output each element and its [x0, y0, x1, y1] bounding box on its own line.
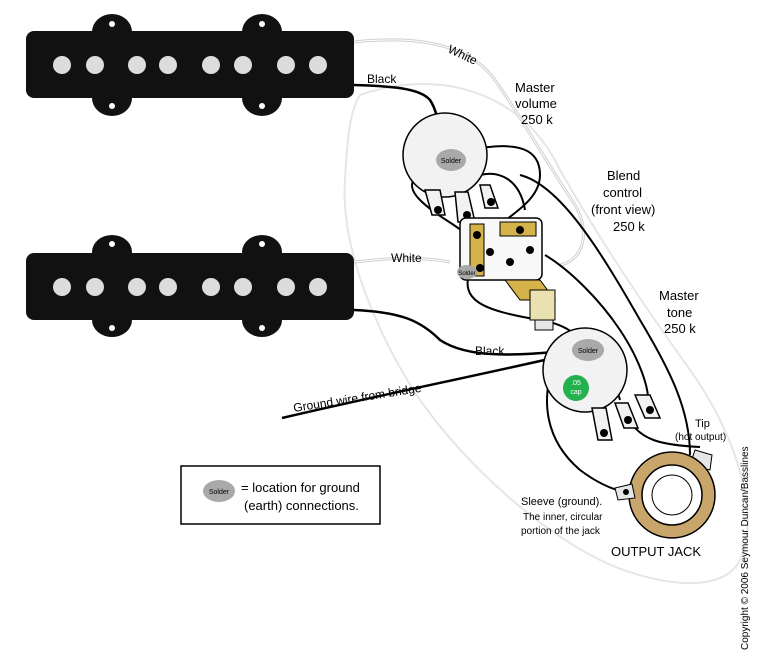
pole-piece	[202, 278, 220, 296]
copyright-text: Copyright © 2006 Seymour Duncan/Bassline…	[740, 446, 751, 650]
label-tone-3: 250 k	[664, 321, 696, 336]
blend-control: Solder	[457, 217, 556, 331]
label-tone-1: Master	[659, 288, 699, 303]
neck-pickup	[26, 14, 354, 116]
pole-piece	[159, 278, 177, 296]
legend: Solder = location for ground (earth) con…	[180, 465, 381, 525]
cap	[563, 375, 589, 401]
pole-piece	[202, 56, 220, 74]
bridge-pickup	[26, 235, 354, 337]
label-blend-2: control	[603, 185, 642, 200]
label-blend-1: Blend	[607, 168, 640, 183]
pole-piece	[53, 56, 71, 74]
solder-spot	[436, 149, 466, 171]
label-blend-3: (front view)	[591, 202, 655, 217]
label-tone-2: tone	[667, 305, 692, 320]
legend-solder-label: Solder	[209, 489, 230, 496]
label-sleeve-2: The inner, circular	[523, 512, 603, 523]
pole-piece	[277, 278, 295, 296]
pole-piece	[309, 278, 327, 296]
output-jack	[614, 449, 716, 539]
label-tip-2: (hot output)	[675, 432, 726, 443]
master-volume-pot: Solder	[402, 112, 500, 223]
label-black-bottom: Black	[475, 344, 505, 358]
cap-label-unit: cap	[570, 389, 581, 396]
pole-piece	[159, 56, 177, 74]
label-ground-wire: Ground wire from bridge	[292, 381, 422, 415]
legend-text-line2: (earth) connections.	[244, 498, 359, 513]
label-volume-1: Master	[515, 80, 555, 95]
pole-piece	[128, 56, 146, 74]
neck-pickup-body	[26, 31, 354, 98]
solder-spot	[572, 339, 604, 361]
black-wire-bottom	[353, 308, 581, 356]
bridge-pickup-body	[26, 253, 354, 320]
label-volume-3: 250 k	[521, 112, 553, 127]
label-black-top: Black	[367, 72, 397, 86]
pole-piece	[234, 56, 252, 74]
pole-piece	[86, 56, 104, 74]
label-volume-2: volume	[515, 96, 557, 111]
label-white-bottom: White	[391, 251, 422, 265]
pole-piece	[309, 56, 327, 74]
cap-label-value: .05	[571, 380, 581, 387]
pole-piece	[53, 278, 71, 296]
master-tone-pot: Solder .05 cap	[542, 327, 662, 441]
ground-wire	[281, 350, 581, 420]
legend-solder-spot	[203, 480, 235, 502]
label-sleeve-1: Sleeve (ground).	[521, 496, 602, 508]
body-outline	[343, 83, 749, 585]
solder-label: Solder	[458, 271, 475, 277]
solder-label: Solder	[441, 158, 462, 165]
pole-piece	[234, 278, 252, 296]
legend-text-line1: = location for ground	[241, 480, 360, 495]
label-output-jack: OUTPUT JACK	[611, 544, 701, 559]
pole-piece	[277, 56, 295, 74]
solder-spot	[457, 265, 477, 279]
label-white-top: White	[446, 42, 480, 68]
label-sleeve-3: portion of the jack	[521, 526, 601, 537]
solder-label: Solder	[578, 348, 599, 355]
label-blend-4: 250 k	[613, 219, 645, 234]
pole-piece	[86, 278, 104, 296]
label-tip-1: Tip	[695, 418, 710, 430]
pole-piece	[128, 278, 146, 296]
